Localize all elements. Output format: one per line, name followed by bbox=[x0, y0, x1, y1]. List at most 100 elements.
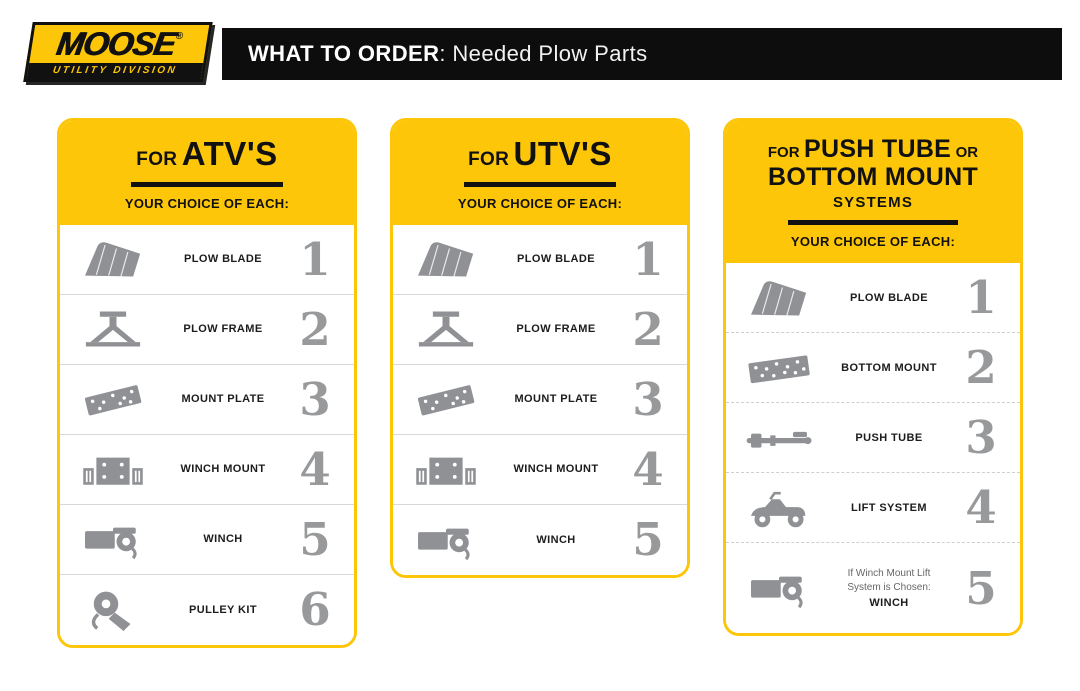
bottom-mount-icon bbox=[736, 346, 822, 390]
mount-plate-icon bbox=[403, 377, 489, 421]
part-label: MOUNT PLATE bbox=[181, 393, 265, 406]
part-quantity: 5 bbox=[965, 561, 997, 615]
part-quantity: 3 bbox=[299, 372, 331, 426]
part-label: PULLEY KIT bbox=[189, 603, 257, 616]
card-atv-header: FOR ATV'S YOUR CHOICE OF EACH: bbox=[60, 120, 354, 225]
card-utv-title: FOR UTV'S bbox=[403, 135, 677, 173]
title-name: UTV'S bbox=[513, 134, 612, 172]
part-quantity: 4 bbox=[965, 481, 997, 535]
part-label: PLOW BLADE bbox=[850, 291, 928, 304]
plow-blade-icon bbox=[403, 237, 489, 281]
card-subtitle: YOUR CHOICE OF EACH: bbox=[790, 234, 956, 250]
part-quantity: 1 bbox=[965, 271, 997, 325]
table-row: PLOW BLADE 1 bbox=[60, 224, 354, 295]
card-push-tube: FOR PUSH TUBE OR BOTTOM MOUNT SYSTEMS YO… bbox=[723, 117, 1023, 637]
card-atv-title: FOR ATV'S bbox=[70, 135, 344, 173]
card-push-tube-title-line2: BOTTOM MOUNT bbox=[767, 162, 979, 191]
part-label: LIFT SYSTEM bbox=[851, 501, 927, 514]
part-label: PLOW BLADE bbox=[184, 253, 262, 266]
winch-mount-icon bbox=[70, 447, 156, 491]
part-quantity: 2 bbox=[299, 302, 331, 356]
table-row: PLOW FRAME 2 bbox=[60, 294, 354, 365]
part-label: WINCH bbox=[869, 597, 909, 610]
table-row: MOUNT PLATE 3 bbox=[393, 364, 687, 435]
card-utv-header: FOR UTV'S YOUR CHOICE OF EACH: bbox=[393, 120, 687, 225]
title-divider bbox=[464, 181, 616, 187]
card-utv: FOR UTV'S YOUR CHOICE OF EACH: PLOW BLAD… bbox=[390, 117, 690, 578]
title-divider bbox=[131, 181, 283, 187]
part-label: WINCH MOUNT bbox=[513, 463, 599, 476]
top-bar: MOOSE® UTILITY DIVISION WHAT TO ORDER: N… bbox=[0, 0, 1080, 82]
brand-name-text: MOOSE bbox=[53, 25, 178, 62]
card-utv-body: PLOW BLADE 1 PLOW FRAME 2 MOUNT PLATE 3 bbox=[393, 224, 687, 575]
part-quantity: 1 bbox=[299, 232, 331, 286]
table-row: WINCH 5 bbox=[393, 504, 687, 575]
part-label-group: If Winch Mount Lift System is Chosen: WI… bbox=[822, 567, 956, 609]
part-note: If Winch Mount Lift System is Chosen: bbox=[847, 568, 931, 593]
table-row: LIFT SYSTEM 4 bbox=[726, 473, 1020, 544]
table-row: WINCH 5 bbox=[60, 504, 354, 575]
cards-row: FOR ATV'S YOUR CHOICE OF EACH: PLOW BLAD… bbox=[0, 82, 1080, 648]
card-subtitle: YOUR CHOICE OF EACH: bbox=[457, 195, 623, 211]
part-quantity: 4 bbox=[632, 442, 664, 496]
title-name: PUSH TUBE bbox=[804, 134, 952, 163]
card-push-tube-body: PLOW BLADE 1 BOTTOM MOUNT 2 PUSH TUBE 3 bbox=[726, 263, 1020, 634]
part-label: WINCH bbox=[203, 533, 243, 546]
plow-blade-icon bbox=[70, 237, 156, 281]
part-quantity: 5 bbox=[632, 513, 664, 567]
table-row: WINCH MOUNT 4 bbox=[60, 434, 354, 505]
part-label: PLOW FRAME bbox=[183, 323, 263, 336]
part-quantity: 3 bbox=[632, 372, 664, 426]
part-label: WINCH MOUNT bbox=[180, 463, 266, 476]
mount-plate-icon bbox=[70, 377, 156, 421]
plow-frame-icon bbox=[70, 307, 156, 351]
card-push-tube-header: FOR PUSH TUBE OR BOTTOM MOUNT SYSTEMS YO… bbox=[726, 120, 1020, 264]
part-quantity: 2 bbox=[632, 302, 664, 356]
part-quantity: 2 bbox=[965, 341, 997, 395]
winch-icon bbox=[403, 518, 489, 562]
page-title: WHAT TO ORDER bbox=[248, 41, 440, 66]
card-subtitle: YOUR CHOICE OF EACH: bbox=[124, 195, 290, 211]
title-name: ATV'S bbox=[181, 134, 278, 172]
header-bar: WHAT TO ORDER: Needed Plow Parts bbox=[222, 28, 1062, 80]
card-atv: FOR ATV'S YOUR CHOICE OF EACH: PLOW BLAD… bbox=[57, 117, 357, 648]
part-label: PLOW BLADE bbox=[517, 253, 595, 266]
winch-icon bbox=[736, 566, 822, 610]
part-quantity: 5 bbox=[299, 512, 331, 566]
winch-mount-icon bbox=[403, 447, 489, 491]
table-row: If Winch Mount Lift System is Chosen: WI… bbox=[726, 543, 1020, 634]
part-quantity: 3 bbox=[965, 411, 997, 465]
part-quantity: 6 bbox=[299, 583, 331, 637]
page-subtitle: : Needed Plow Parts bbox=[439, 41, 648, 66]
table-row: PLOW FRAME 2 bbox=[393, 294, 687, 365]
table-row: PUSH TUBE 3 bbox=[726, 403, 1020, 474]
part-label: MOUNT PLATE bbox=[514, 393, 598, 406]
card-push-tube-title-line3: SYSTEMS bbox=[832, 194, 914, 212]
part-quantity: 4 bbox=[299, 442, 331, 496]
plow-blade-icon bbox=[736, 276, 822, 320]
registered-mark: ® bbox=[174, 31, 184, 42]
part-quantity: 1 bbox=[632, 232, 664, 286]
lift-system-icon bbox=[736, 486, 822, 530]
card-push-tube-title-line1: FOR PUSH TUBE OR bbox=[736, 135, 1010, 164]
plow-frame-icon bbox=[403, 307, 489, 351]
part-label: PLOW FRAME bbox=[516, 323, 596, 336]
table-row: BOTTOM MOUNT 2 bbox=[726, 333, 1020, 404]
table-row: PULLEY KIT 6 bbox=[60, 574, 354, 645]
title-divider bbox=[788, 220, 958, 226]
winch-icon bbox=[70, 517, 156, 561]
brand-division: UTILITY DIVISION bbox=[26, 62, 204, 79]
title-or: OR bbox=[955, 143, 979, 161]
part-label: BOTTOM MOUNT bbox=[841, 361, 937, 374]
push-tube-icon bbox=[736, 416, 822, 460]
table-row: PLOW BLADE 1 bbox=[393, 224, 687, 295]
table-row: PLOW BLADE 1 bbox=[726, 263, 1020, 334]
brand-name: MOOSE® bbox=[35, 25, 202, 62]
pulley-kit-icon bbox=[70, 588, 156, 632]
moose-logo: MOOSE® UTILITY DIVISION bbox=[23, 22, 213, 82]
title-for: FOR bbox=[468, 148, 510, 170]
table-row: MOUNT PLATE 3 bbox=[60, 364, 354, 435]
part-label: WINCH bbox=[536, 533, 576, 546]
title-for: FOR bbox=[767, 143, 800, 161]
